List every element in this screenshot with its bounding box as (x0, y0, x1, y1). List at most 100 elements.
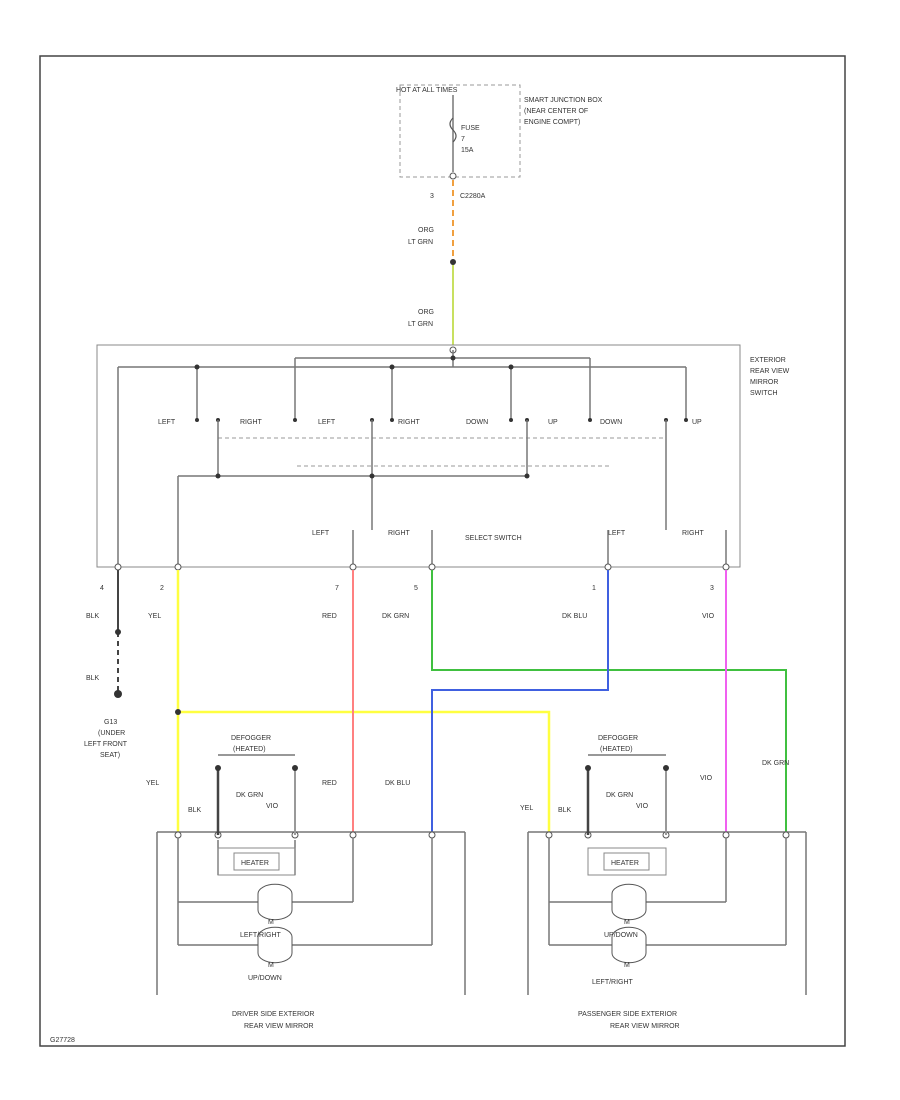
mirror-switch-outline (96, 344, 741, 568)
switch-name-2: REAR VIEW (750, 368, 790, 375)
driver-wire-blk: BLK (188, 807, 202, 814)
driver-wire-vio: VIO (266, 803, 279, 810)
passenger-heater-label: HEATER (611, 860, 639, 867)
bus-junction-4 (450, 355, 456, 361)
ground-label-3: LEFT FRONT (84, 741, 128, 748)
driver-motor1-label: LEFT/RIGHT (240, 932, 282, 939)
wire-label-dkgrn-1: DK GRN (382, 613, 409, 620)
fuse-pin-terminal (449, 172, 457, 180)
ground-terminal (114, 690, 122, 698)
fuse-block-outline (399, 84, 521, 178)
driver-heater-label: HEATER (241, 860, 269, 867)
passenger-motor1-label: UP/DOWN (604, 932, 638, 939)
passenger-wire-vio: VIO (636, 803, 649, 810)
fuse-pin-number: 3 (430, 193, 434, 200)
bus-junction-1 (194, 364, 200, 370)
switch-label-up-1: UP (548, 419, 558, 426)
switch-name-4: SWITCH (750, 390, 778, 397)
driver-mirror (156, 754, 466, 995)
select-label-right-2: RIGHT (682, 530, 705, 537)
fuse-block-location-2: (NEAR CENTER OF (524, 108, 588, 115)
switch-label-left-2: LEFT (318, 419, 336, 426)
passenger-motor-leftright-icon (611, 926, 647, 964)
switch-label-left-1: LEFT (158, 419, 176, 426)
passenger-mirror (527, 754, 807, 995)
fuse-name: FUSE (461, 125, 480, 132)
driver-motor2-m: M (268, 962, 274, 969)
passenger-wire-blk: BLK (558, 807, 572, 814)
wire-dk-blu (431, 570, 609, 832)
wire-label-yel-3: YEL (520, 805, 533, 812)
pin-number-6: 3 (710, 585, 714, 592)
driver-motor1-m: M (268, 919, 274, 926)
feed-wire-upper-color2: LT GRN (408, 239, 433, 246)
figure-code: G27728 (50, 1037, 75, 1044)
switch-label-right-1: RIGHT (240, 419, 263, 426)
feed-wire-lower-color1: ORG (418, 309, 434, 316)
pin-number-4: 5 (414, 585, 418, 592)
switch-pins (114, 563, 730, 571)
driver-mirror-name-2: REAR VIEW MIRROR (244, 1023, 314, 1030)
ground-label-2: (UNDER (98, 730, 125, 737)
switch-label-down-2: DOWN (600, 419, 622, 426)
select-label-left-1: LEFT (312, 530, 330, 537)
common-junction-1 (215, 473, 221, 479)
feed-wire-upper-color1: ORG (418, 227, 434, 234)
pin-number-3: 7 (335, 585, 339, 592)
diagram-frame (39, 55, 846, 1047)
driver-wire-dkgrn: DK GRN (236, 792, 263, 799)
passenger-defogger-label-2: (HEATED) (600, 746, 633, 753)
passenger-wire-dkgrn: DK GRN (606, 792, 633, 799)
switch-name-3: MIRROR (750, 379, 778, 386)
driver-defogger-label-1: DEFOGGER (231, 735, 271, 742)
wire-label-dkblu-2: DK BLU (385, 780, 410, 787)
wire-label-yel-1: YEL (148, 613, 161, 620)
wire-label-blk-1: BLK (86, 613, 100, 620)
driver-motor-updown-icon (257, 926, 293, 964)
pin-number-2: 2 (160, 585, 164, 592)
driver-mirror-name-1: DRIVER SIDE EXTERIOR (232, 1011, 314, 1018)
wire-label-blk-2: BLK (86, 675, 100, 682)
switch-label-down-1: DOWN (466, 419, 488, 426)
fuse-block-title: HOT AT ALL TIMES (396, 87, 458, 94)
pin-number-1: 4 (100, 585, 104, 592)
wire-label-vio-2: VIO (700, 775, 713, 782)
common-junction-3 (524, 473, 530, 479)
passenger-mirror-name-2: REAR VIEW MIRROR (610, 1023, 680, 1030)
ground-label-1: G13 (104, 719, 117, 726)
wire-label-dkblu-1: DK BLU (562, 613, 587, 620)
driver-motor2-label: UP/DOWN (248, 975, 282, 982)
passenger-defogger-label-1: DEFOGGER (598, 735, 638, 742)
wire-yel-passenger (178, 710, 551, 832)
fuse-connector-id: C2280A (460, 193, 486, 200)
passenger-motor2-label: LEFT/RIGHT (592, 979, 634, 986)
driver-defogger-label-2: (HEATED) (233, 746, 266, 753)
wire-label-vio-1: VIO (702, 613, 715, 620)
passenger-motor-updown-icon (611, 883, 647, 921)
fuse-block-location-1: SMART JUNCTION BOX (524, 97, 603, 104)
bus-junction-3 (508, 364, 514, 370)
wire-label-yel-2: YEL (146, 780, 159, 787)
fuse-icon (449, 117, 457, 143)
feed-splice (450, 259, 456, 265)
common-junction-2 (369, 473, 375, 479)
switch-label-up-2: UP (692, 419, 702, 426)
pin-number-5: 1 (592, 585, 596, 592)
fuse-rating: 15A (461, 147, 474, 154)
select-switch-label: SELECT SWITCH (465, 535, 522, 542)
switch-name-1: EXTERIOR (750, 357, 786, 364)
passenger-mirror-name-1: PASSENGER SIDE EXTERIOR (578, 1011, 677, 1018)
wire-label-red-1: RED (322, 613, 337, 620)
fuse-number: 7 (461, 136, 465, 143)
passenger-motor1-m: M (624, 919, 630, 926)
fuse-block-location-3: ENGINE COMPT) (524, 119, 580, 126)
switch-label-right-2: RIGHT (398, 419, 421, 426)
select-label-right-1: RIGHT (388, 530, 411, 537)
yel-splice (175, 709, 181, 715)
blk-splice (115, 629, 121, 635)
bus-junction-2 (389, 364, 395, 370)
passenger-motor2-m: M (624, 962, 630, 969)
driver-motor-leftright-icon (257, 883, 293, 921)
wire-label-dkgrn-2a: DK GRN (762, 760, 789, 767)
